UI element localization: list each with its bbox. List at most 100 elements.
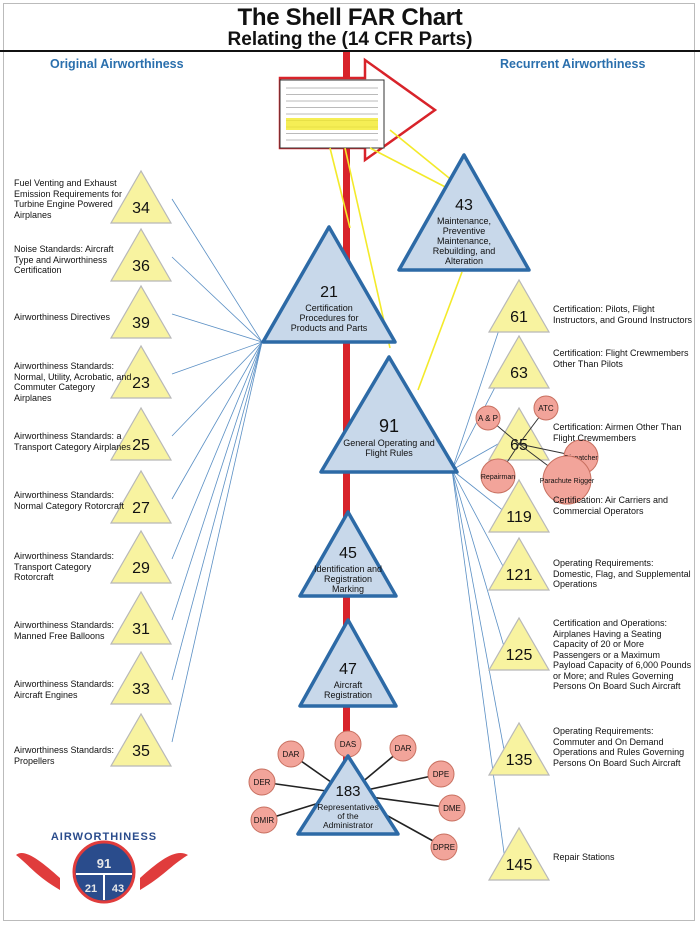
airman-circle: [533, 395, 559, 421]
part-title: Maintenance,: [437, 236, 491, 246]
part-43-triangle: [397, 153, 531, 272]
part-number: 36: [132, 258, 150, 275]
part-91-triangle: [319, 355, 459, 474]
left-column-heading: Original Airworthiness: [50, 57, 184, 71]
part-number: 63: [510, 365, 528, 382]
part-number: 29: [132, 560, 150, 577]
part-183-triangle: [296, 754, 400, 836]
part-number: 119: [506, 509, 532, 526]
representative-circle: [427, 760, 455, 788]
part-number: 183: [335, 783, 360, 800]
part-number: 31: [132, 621, 150, 638]
representative-label: DAR: [283, 750, 300, 759]
link-line: [171, 313, 263, 343]
representative-label: DPE: [433, 770, 449, 779]
part-number: 35: [132, 743, 150, 760]
airman-label: Parachute Rigger: [540, 478, 595, 485]
part-title: Procedures for: [299, 313, 358, 323]
link-line: [171, 341, 263, 560]
part-36-triangle: [109, 227, 173, 282]
link-line: [451, 439, 506, 471]
part-29-label: Airworthiness Standards: Transport Categ…: [14, 551, 115, 582]
part-number: 61: [510, 309, 528, 326]
representative-label: DMIR: [254, 816, 275, 825]
logo-number: 21: [85, 883, 97, 895]
representative-circle: [438, 794, 466, 822]
airman-label: A & P: [478, 414, 498, 423]
part-145-label: Repair Stations: [553, 852, 615, 862]
part-number: 27: [132, 500, 150, 517]
red-spine: [343, 52, 350, 772]
logo-text: AIRWORTHINESS: [51, 831, 157, 843]
chart-title: The Shell FAR Chart: [237, 4, 463, 31]
representative-label: DAS: [340, 740, 356, 749]
part-23-triangle: [109, 344, 173, 399]
part-47-triangle: [298, 618, 398, 708]
link-line: [451, 469, 506, 513]
part-29-triangle: [109, 529, 173, 584]
part-31-triangle: [109, 590, 173, 645]
logo-number: 91: [97, 856, 111, 871]
link-line: [171, 341, 263, 500]
part-number: 25: [132, 437, 150, 454]
part-number: 43: [455, 197, 473, 214]
part-65-label: Certification: Airmen Other Than Flight …: [553, 422, 682, 443]
part-number: 34: [132, 200, 150, 217]
part-number: 145: [506, 857, 533, 874]
part-39-triangle: [109, 284, 173, 339]
logo-number: 43: [112, 883, 124, 895]
link-line: [171, 341, 263, 621]
part-title: Registration: [324, 574, 372, 584]
part-35-label: Airworthiness Standards: Propellers: [14, 745, 115, 766]
part-135-label: Operating Requirements: Commuter and On …: [553, 726, 685, 768]
part-63-label: Certification: Flight Crewmembers Other …: [553, 348, 689, 369]
link-line: [451, 311, 506, 471]
part-119-label: Certification: Air Carriers and Commerci…: [553, 495, 669, 516]
part-25-triangle: [109, 406, 173, 461]
part-number: 45: [339, 545, 357, 562]
part-34-label: Fuel Venting and Exhaust Emission Requir…: [14, 178, 123, 220]
part-25-label: Airworthiness Standards: a Transport Cat…: [14, 431, 131, 452]
airworthiness-logo: [16, 840, 188, 904]
part-61-label: Certification: Pilots, Flight Instructor…: [553, 304, 693, 325]
representative-circle: [250, 806, 278, 834]
part-45-triangle: [298, 510, 398, 598]
airman-label: Dispatcher: [564, 455, 598, 462]
part-title: Representatives: [317, 802, 378, 812]
link-line: [171, 256, 263, 343]
part-title: Identification and: [314, 564, 382, 574]
part-number: 121: [506, 567, 533, 584]
connector-line: [344, 147, 391, 349]
connector-line: [329, 147, 351, 229]
link-line: [451, 469, 506, 571]
part-title: Products and Parts: [291, 323, 368, 333]
part-number: 91: [379, 416, 399, 436]
part-145-triangle: [487, 826, 551, 881]
part-title: General Operating and: [343, 438, 435, 448]
part-34-triangle: [109, 169, 173, 224]
link-line: [451, 469, 506, 861]
part-title: Certification: [305, 303, 353, 313]
part-title: of the: [337, 811, 359, 821]
part-121-triangle: [487, 536, 551, 591]
part-27-label: Airworthiness Standards: Normal Category…: [14, 490, 125, 511]
part-number: 125: [506, 647, 533, 664]
link-line: [171, 198, 263, 343]
part-33-triangle: [109, 650, 173, 705]
airman-label: Repairman: [481, 474, 515, 481]
part-23-label: Airworthiness Standards: Normal, Utility…: [14, 361, 132, 403]
part-title: Administrator: [323, 820, 373, 830]
link-line: [171, 341, 263, 437]
link-line: [171, 341, 263, 375]
part-title: Flight Rules: [365, 448, 413, 458]
part-35-triangle: [109, 712, 173, 767]
representative-label: DME: [443, 804, 461, 813]
certificate-highlight: [286, 118, 378, 130]
part-31-label: Airworthiness Standards: Manned Free Bal…: [14, 620, 115, 641]
link-line: [451, 469, 506, 756]
part-61-triangle: [487, 278, 551, 333]
page-frame: [3, 3, 695, 921]
connector-line: [369, 147, 456, 193]
part-36-label: Noise Standards: Aircraft Type and Airwo…: [14, 244, 114, 275]
